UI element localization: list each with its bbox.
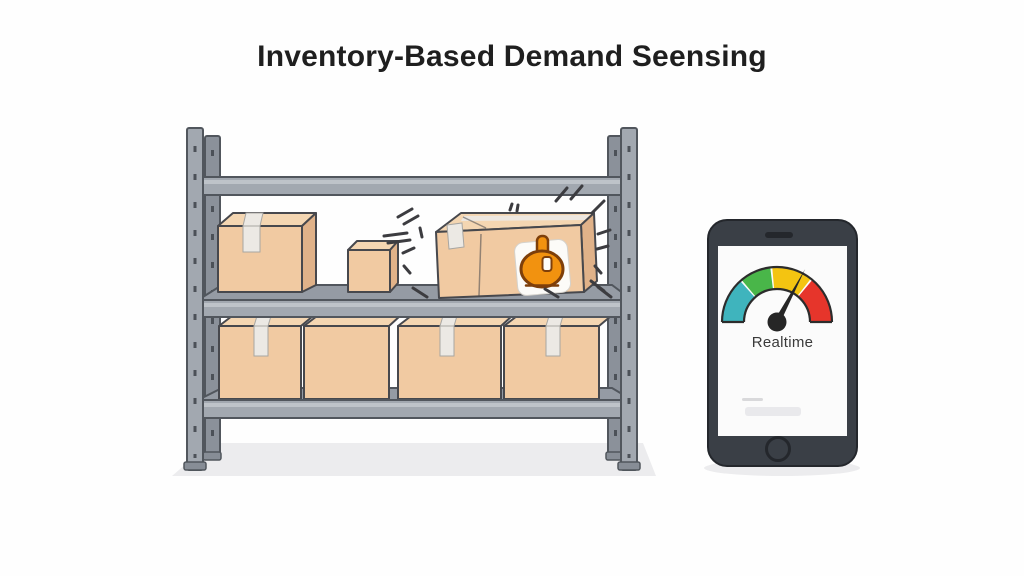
box-front <box>303 325 390 400</box>
bottom-box-1 <box>218 315 314 400</box>
tape-strip <box>242 212 264 227</box>
shelf-top-rail <box>195 176 634 196</box>
gauge-segment-low <box>722 281 756 323</box>
gauge-inner-outline <box>742 287 812 323</box>
demand-sensor-icon <box>514 234 572 296</box>
gauge-segment-medium-high <box>772 267 811 297</box>
box-front-seam <box>478 233 482 297</box>
burst-line <box>508 202 514 212</box>
burst-line <box>411 286 429 299</box>
demand-gauge-icon <box>720 265 834 332</box>
phone-speaker <box>765 232 793 238</box>
burst-line <box>396 207 414 219</box>
back-post-left-foot <box>202 451 222 461</box>
box-side <box>301 212 317 293</box>
box-top-flap-strip <box>461 215 590 221</box>
front-post-right-foot <box>617 461 641 471</box>
gauge-outer-outline <box>720 265 834 323</box>
shelf-bottom-beam <box>195 399 634 419</box>
top-rail-highlight <box>199 180 630 184</box>
burst-line <box>543 287 560 299</box>
shelf-ground-shadow <box>172 443 656 476</box>
realtime-label: Realtime <box>751 334 814 351</box>
gauge-segment-medium-low <box>741 267 774 298</box>
page-title: Inventory-Based Demand Seensing <box>257 40 767 73</box>
box-top <box>217 212 317 227</box>
middle-beam-highlight <box>199 303 630 307</box>
sensor-slot <box>541 256 553 272</box>
smartphone: Realtime <box>707 219 858 467</box>
bottom-box-4 <box>503 315 612 400</box>
emphasis-burst-lines <box>382 184 613 299</box>
burst-line <box>401 246 416 255</box>
box-front <box>347 249 391 293</box>
burst-line <box>593 264 603 275</box>
tape-flap <box>439 325 455 357</box>
phone-screen: Realtime <box>718 246 847 436</box>
top-box-small <box>347 240 399 293</box>
front-post-left-foot <box>183 461 207 471</box>
burst-line <box>386 238 412 245</box>
gauge-needle-hub <box>767 312 787 332</box>
burst-line <box>418 226 424 239</box>
burst-line <box>402 264 412 275</box>
burst-line <box>590 199 606 215</box>
shelf-middle-beam <box>195 299 634 318</box>
burst-line <box>569 184 584 201</box>
burst-line <box>515 203 520 213</box>
middle-beam <box>195 299 634 318</box>
burst-line <box>596 228 612 236</box>
burst-line <box>402 214 420 226</box>
bottom-box-3 <box>397 315 513 400</box>
shelf-front-posts <box>183 127 641 471</box>
box-side <box>389 240 399 293</box>
bottom-box-2 <box>303 315 401 400</box>
top-shelf-boxes <box>217 212 598 299</box>
box-top-seam <box>462 216 487 229</box>
gauge-segment-high <box>797 279 832 323</box>
gauge-needle <box>774 269 806 324</box>
highlighted-box <box>435 212 598 299</box>
burst-line <box>596 285 613 299</box>
top-box-left <box>217 212 317 293</box>
burst-line <box>554 186 569 203</box>
top-rail-beam <box>195 176 634 196</box>
bottom-beam <box>195 399 634 419</box>
tape-flap <box>253 325 269 357</box>
tape-flap <box>545 325 561 357</box>
tape-strip <box>446 222 465 250</box>
placeholder-bar-large <box>745 407 801 416</box>
bottom-beam-highlight <box>199 403 630 407</box>
phone-home-button <box>765 436 791 462</box>
placeholder-bar-small <box>742 398 763 401</box>
tape-flap <box>242 225 261 253</box>
burst-line <box>382 231 409 238</box>
burst-line <box>595 244 610 251</box>
bottom-shelf-boxes <box>218 315 612 400</box>
